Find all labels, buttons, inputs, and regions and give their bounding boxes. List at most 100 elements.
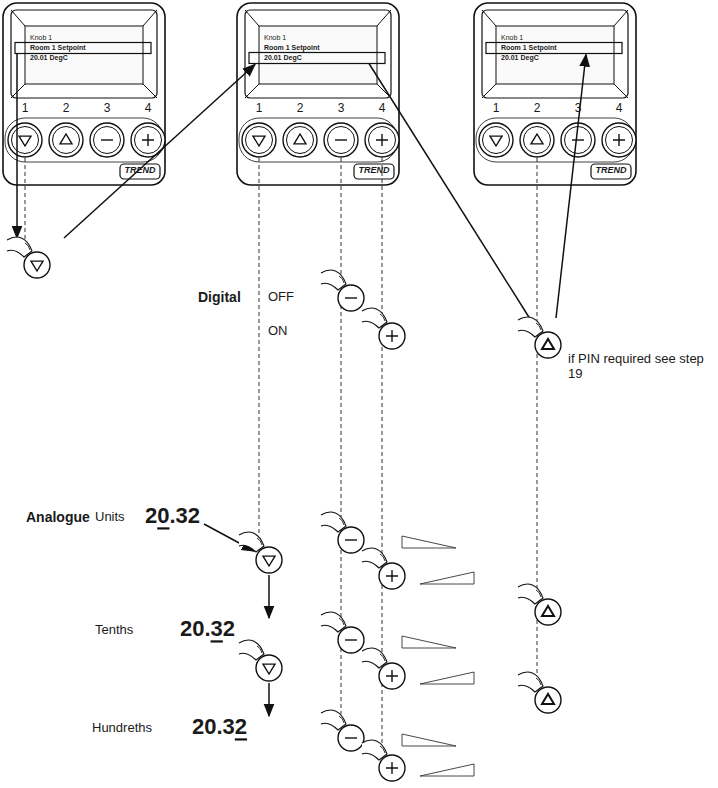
key-button <box>90 123 124 157</box>
value-example: 20.32 <box>145 503 200 528</box>
button-number: 4 <box>379 102 386 116</box>
finger-nail <box>380 654 385 661</box>
pressing-hand <box>362 308 405 349</box>
bezel-edge <box>377 10 391 26</box>
key-symbol <box>335 139 347 140</box>
button-symbol <box>263 556 275 566</box>
pressing-hand <box>518 317 561 358</box>
selection-frame <box>486 43 622 54</box>
key-symbol <box>253 136 265 146</box>
finger-nail <box>339 716 344 723</box>
button-symbol <box>542 694 554 704</box>
finger-nail <box>339 276 344 283</box>
pressed-button <box>338 627 364 653</box>
key-symbol <box>60 134 72 144</box>
key-symbol <box>294 134 306 144</box>
key-button <box>365 123 399 157</box>
decrease-ramp <box>402 536 456 548</box>
key-button <box>602 123 636 157</box>
decrease-ramp <box>402 734 456 746</box>
key-button-inner <box>12 127 39 154</box>
lcd-screen-text: Knob 1Room 1 Setpoint20.01 DegC <box>501 33 611 63</box>
key-button <box>49 123 83 157</box>
pressing-hand <box>321 612 364 653</box>
logo-badge <box>591 164 631 179</box>
key-button-inner <box>524 127 551 154</box>
bezel-edge <box>614 84 628 98</box>
finger <box>239 532 264 552</box>
lcd-screen-text: Knob 1Room 1 Setpoint20.01 DegC <box>30 33 140 63</box>
finger-nail <box>380 746 385 753</box>
pressed-button <box>535 332 561 358</box>
increase-ramp <box>420 572 474 584</box>
flow-arrow <box>64 65 255 239</box>
button-number: 2 <box>534 102 541 116</box>
bezel-edge <box>143 84 157 98</box>
button-symbol <box>345 297 357 298</box>
brand-logo: TREND <box>596 165 627 175</box>
unit-housing <box>474 3 636 185</box>
device-group <box>3 3 636 185</box>
key-symbol <box>490 136 502 146</box>
bezel-edge <box>11 10 25 26</box>
pressing-hand <box>239 532 282 573</box>
screen-line: Room 1 Setpoint <box>501 43 611 53</box>
pressed-button <box>338 527 364 553</box>
screen-line: Knob 1 <box>501 33 611 43</box>
screen-line: 20.01 DegC <box>501 53 611 63</box>
pressing-hand <box>321 512 364 553</box>
button-symbol <box>386 330 398 342</box>
key-button <box>283 123 317 157</box>
logo-badge <box>354 164 394 179</box>
key-symbol <box>376 134 388 146</box>
key-button-inner <box>287 127 314 154</box>
screen-line: Knob 1 <box>264 33 374 43</box>
screen-line: Knob 1 <box>30 33 140 43</box>
button-symbol <box>542 339 554 349</box>
button-number: 2 <box>297 102 304 116</box>
digit-label: Tenths <box>95 623 133 638</box>
bezel-edge <box>245 84 259 98</box>
key-button-inner <box>483 127 510 154</box>
key-symbol <box>19 136 31 146</box>
finger <box>362 308 387 328</box>
state-label: ON <box>268 324 288 339</box>
flow-arrow <box>369 64 532 323</box>
decrease-ramp <box>402 636 456 648</box>
key-button-inner <box>53 127 80 154</box>
pressing-hand <box>321 710 364 751</box>
digit-label: Hundreths <box>92 721 152 736</box>
pressing-hand <box>239 640 282 681</box>
pressing-hand <box>518 584 561 625</box>
button-symbol <box>345 539 357 540</box>
flow-arrow <box>556 55 586 319</box>
finger <box>362 740 387 760</box>
finger-nail <box>257 538 262 545</box>
finger <box>518 317 543 337</box>
pressed-button <box>535 599 561 625</box>
controller-unit <box>237 3 399 185</box>
key-symbol <box>572 139 584 140</box>
mode-heading: Analogue <box>26 509 90 525</box>
digit-label: Units <box>95 510 125 525</box>
display-bezel <box>11 10 157 98</box>
increase-ramp <box>420 672 474 684</box>
key-symbol <box>101 139 113 140</box>
state-label: OFF <box>268 290 294 305</box>
selection-frame <box>15 43 151 54</box>
key-symbol <box>613 134 625 146</box>
key-button-inner <box>135 127 162 154</box>
bezel-edge <box>245 10 259 26</box>
bezel-edge <box>482 84 496 98</box>
lcd-screen-text: Knob 1Room 1 Setpoint20.01 DegC <box>264 33 374 63</box>
finger <box>362 648 387 668</box>
value-example: 20.32 <box>192 714 247 739</box>
button-symbol <box>386 762 398 774</box>
unit-housing <box>3 3 165 185</box>
pressed-button <box>24 252 50 278</box>
button-number: 3 <box>104 102 111 116</box>
finger <box>7 237 32 257</box>
key-button <box>131 123 165 157</box>
